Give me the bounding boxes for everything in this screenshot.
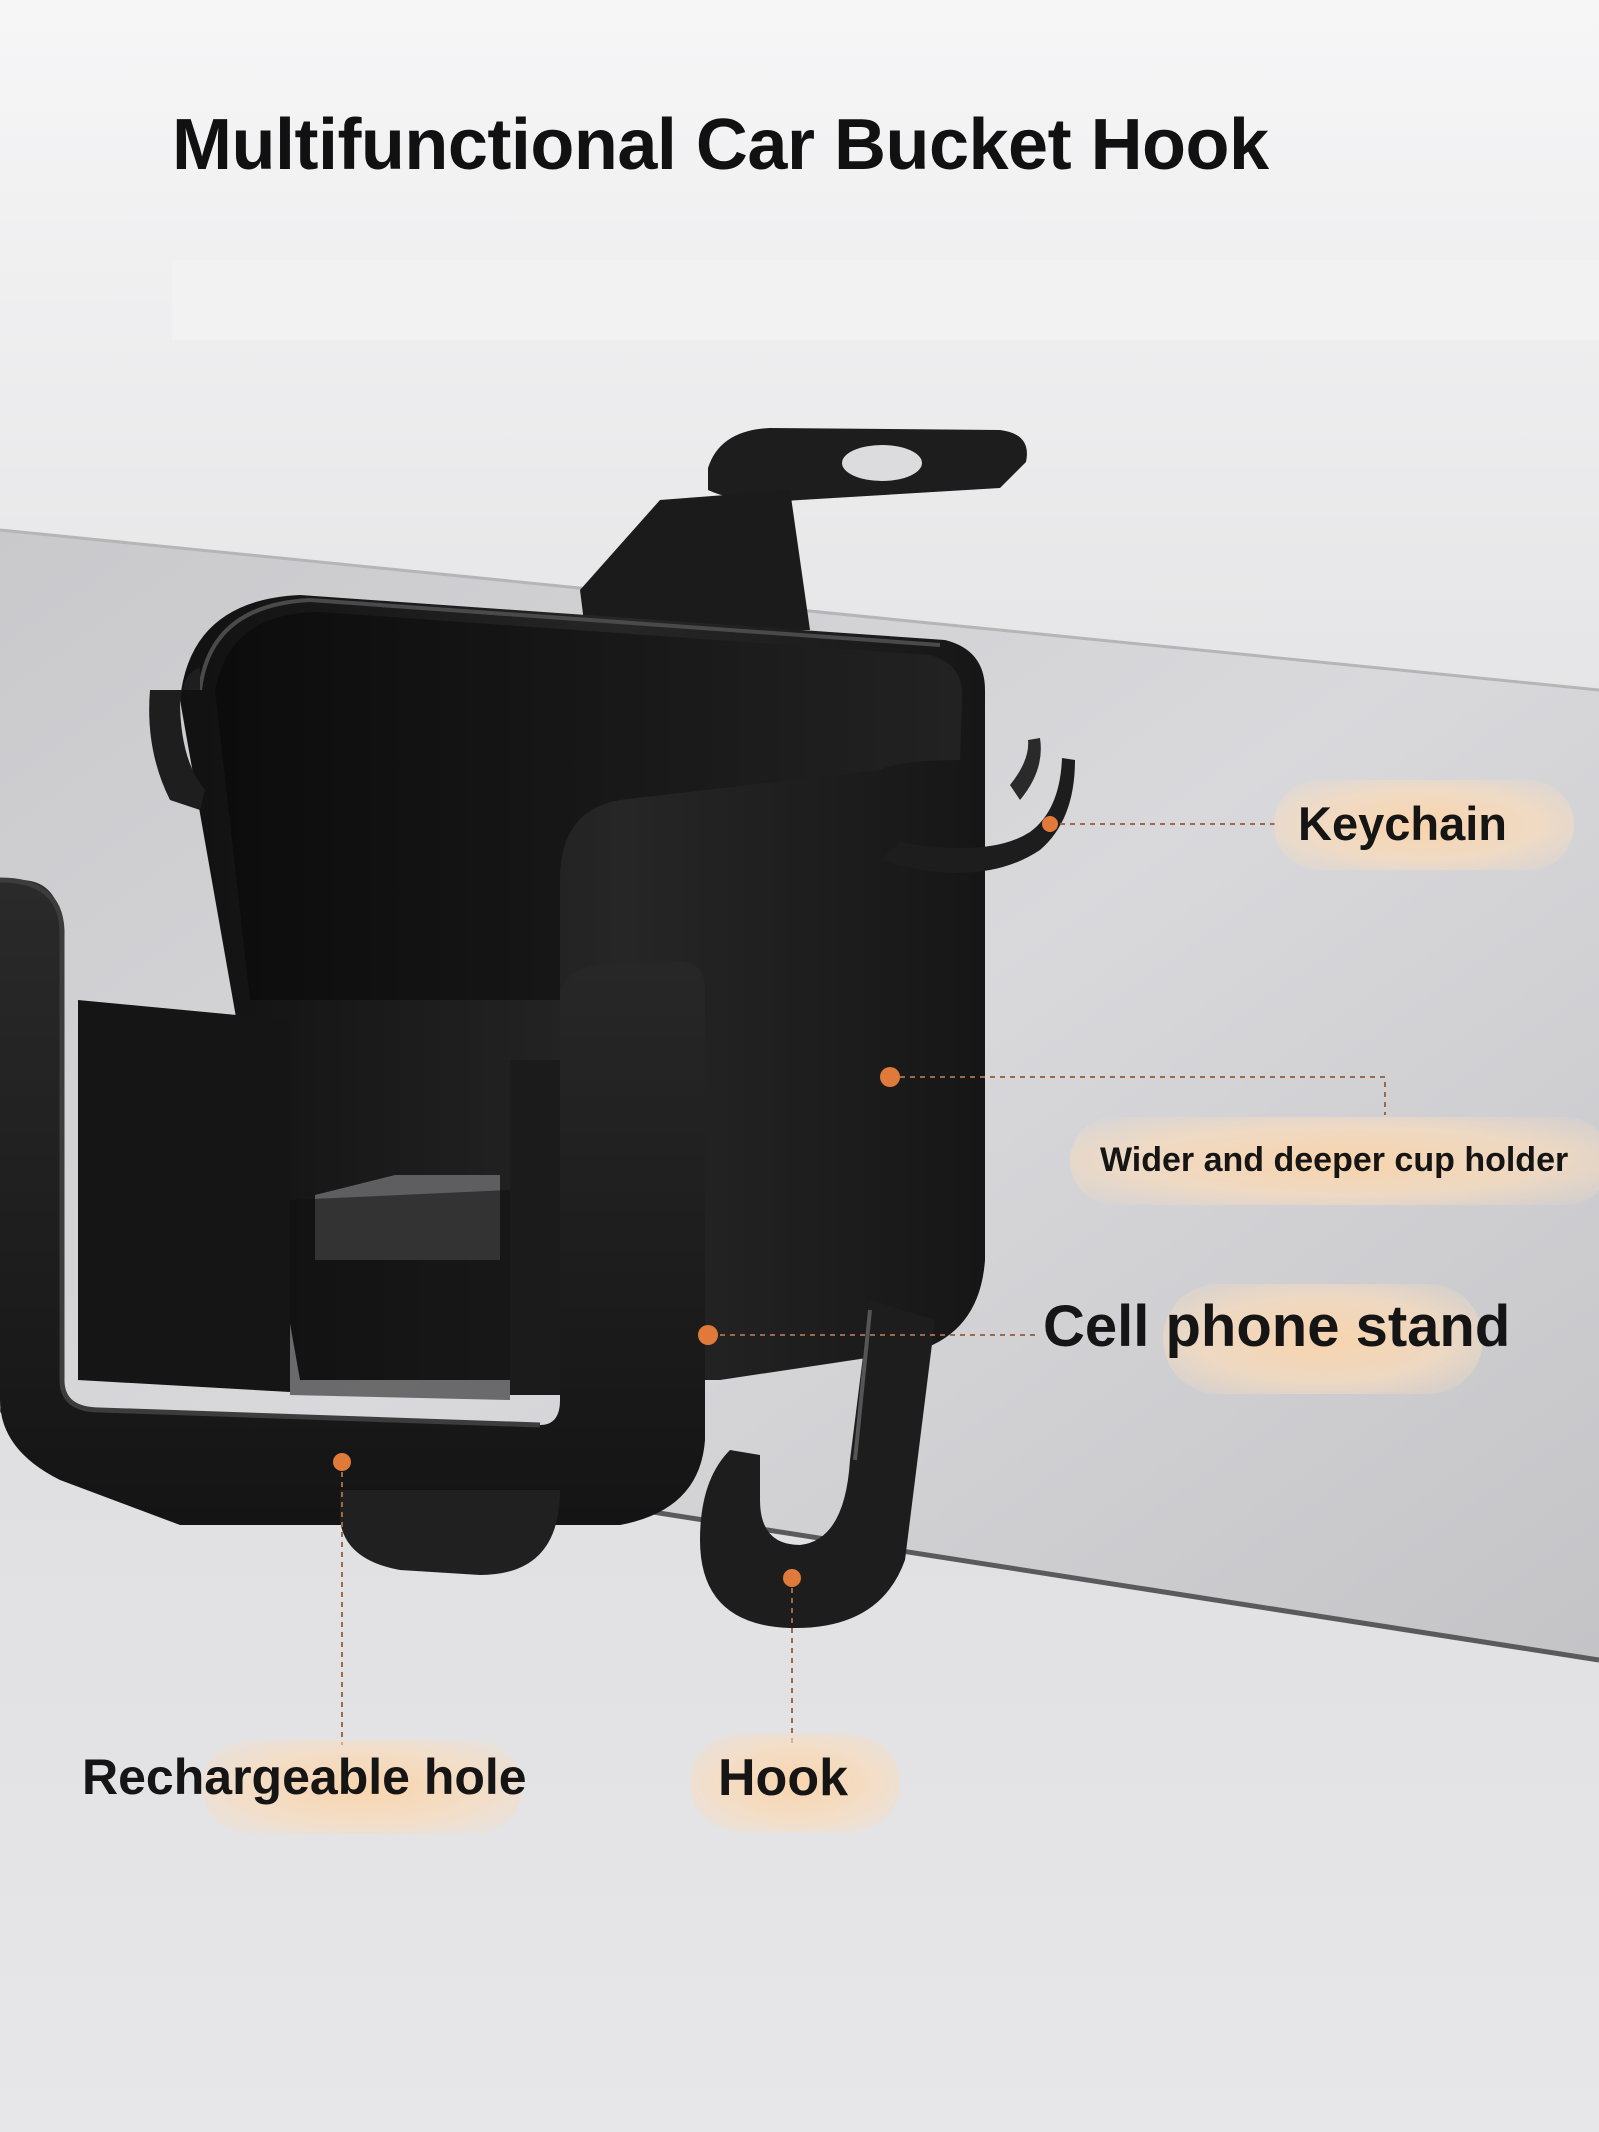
- dot-cup-holder: [880, 1067, 900, 1087]
- callout-glow: [1070, 1117, 1599, 1205]
- cup-holder-opening: [215, 612, 963, 1000]
- callout-glow: [1163, 1284, 1483, 1394]
- charge-slot-floor: [290, 1190, 510, 1400]
- right-keychain-hook: [880, 758, 1075, 873]
- recharge-base: [340, 1490, 560, 1575]
- cup-holder-rim-highlight: [198, 597, 941, 691]
- dot-keychain: [1042, 816, 1058, 832]
- callout-phone-stand: Cell phone stand: [1043, 1284, 1510, 1394]
- mounting-tab-hole: [842, 445, 922, 481]
- callout-cup-holder: Wider and deeper cup holder: [1070, 1117, 1599, 1205]
- callout-recharge-hole: Rechargeable hole: [82, 1740, 527, 1834]
- title-band: [172, 260, 1599, 340]
- left-keychain-hook: [149, 668, 205, 810]
- callout-glow: [1274, 780, 1574, 870]
- callout-dots: [333, 816, 1058, 1587]
- dot-recharge: [333, 1453, 351, 1471]
- mounting-strap: [580, 490, 810, 630]
- phone-stand-inner-left: [78, 1000, 290, 1392]
- hanging-hook-highlight: [853, 1309, 872, 1461]
- phone-stand-frame: [0, 880, 705, 1525]
- callout-cup-holder-label: Wider and deeper cup holder: [1100, 1141, 1569, 1179]
- dot-hook: [783, 1569, 801, 1587]
- callout-phone-stand-label: Cell phone stand: [1043, 1294, 1511, 1359]
- callout-hook: Hook: [690, 1734, 900, 1832]
- leader-cup-holder: [890, 1076, 1386, 1115]
- phone-stand-rim: [0, 877, 541, 1428]
- hanging-hook: [700, 1300, 935, 1629]
- callout-keychain-label: Keychain: [1298, 797, 1507, 850]
- callout-recharge-hole-label: Rechargeable hole: [82, 1749, 527, 1805]
- page-title: Multifunctional Car Bucket Hook: [172, 105, 1269, 185]
- right-keychain-hook-prong: [1010, 738, 1041, 800]
- callout-keychain: Keychain: [1274, 780, 1574, 870]
- callout-glow: [202, 1740, 522, 1834]
- leader-lines: [341, 823, 1386, 1745]
- callout-hook-label: Hook: [718, 1749, 848, 1807]
- dot-phone-stand: [698, 1325, 718, 1345]
- callout-glow: [690, 1734, 900, 1832]
- phone-stand-inner-right: [510, 1060, 560, 1395]
